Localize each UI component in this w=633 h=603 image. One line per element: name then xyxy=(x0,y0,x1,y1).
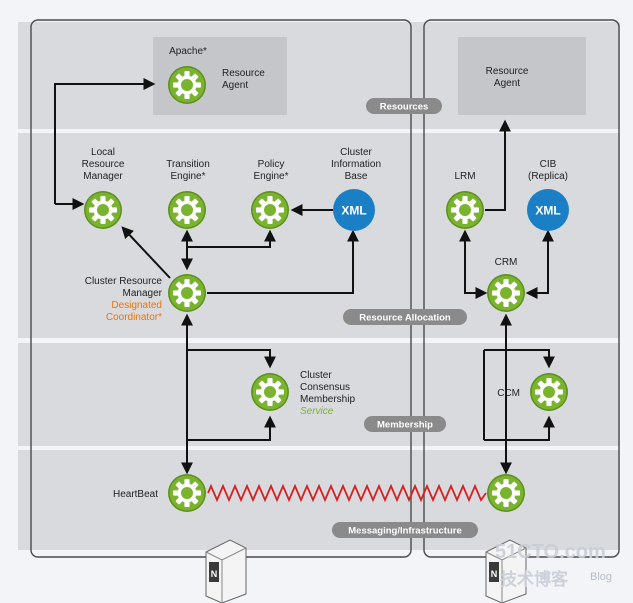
lrm-gear-icon xyxy=(84,191,122,229)
ccm-label-2: Consensus xyxy=(300,382,350,393)
heartbeat-gear-icon xyxy=(168,474,206,512)
ccm-label-3: Membership xyxy=(300,394,355,405)
layer-pill-resources xyxy=(366,98,442,114)
band-messaging xyxy=(18,450,620,550)
apache-label: Apache* xyxy=(169,46,207,57)
right-cib-label-1: CIB xyxy=(540,159,557,170)
pe-label-2: Engine* xyxy=(253,171,288,182)
right-cib-xml-label: XML xyxy=(535,204,560,218)
right-crm-label: CRM xyxy=(495,257,518,268)
crm-to-cib-arrow xyxy=(207,229,359,294)
right-cib-crm-arrow xyxy=(525,229,554,299)
lrm-to-apache-arrow xyxy=(54,78,156,204)
watermark-sub: 技术博客 xyxy=(500,569,569,589)
heartbeat-label: HeartBeat xyxy=(113,489,158,500)
right-ccm-label: CCM xyxy=(497,388,520,399)
left-server-node-icon xyxy=(205,539,247,603)
apache-resource-label: Resource xyxy=(222,68,265,79)
lrm-label-1: Local xyxy=(91,147,115,158)
right-crm-gear-icon xyxy=(487,274,525,312)
ccm-gear-icon xyxy=(251,373,289,411)
crm-to-lrm-arrow xyxy=(121,226,171,279)
right-ccm-gear-icon xyxy=(530,373,568,411)
to-ccm-lower-arrow xyxy=(187,415,276,441)
crm-gear-icon xyxy=(168,274,206,312)
to-ccm-upper-arrow xyxy=(187,349,276,369)
cib-label-1: Cluster xyxy=(340,147,372,158)
right-cib-xml-icon xyxy=(527,189,569,231)
cib-xml-icon xyxy=(333,189,375,231)
pe-label-1: Policy xyxy=(258,159,285,170)
policy-engine-gear-icon xyxy=(251,191,289,229)
apache-agent-label: Agent xyxy=(222,80,248,91)
crm-label-2: Manager xyxy=(123,288,163,299)
te-label-2: Engine* xyxy=(170,171,205,182)
right-lrm-crm-arrow xyxy=(459,229,488,299)
transition-engine-gear-icon xyxy=(168,191,206,229)
ccm-service-label: Service xyxy=(300,406,334,417)
layer-pill-resource-allocation xyxy=(343,309,467,325)
heartbeat-link-wave xyxy=(207,483,487,503)
right-lrm-gear-icon xyxy=(446,191,484,229)
cib-label-3: Base xyxy=(345,171,368,182)
layer-label-messaging: Messaging/Infrastructure xyxy=(348,526,462,537)
layer-pill-membership xyxy=(364,416,446,432)
right-lrm-to-agent-arrow xyxy=(485,119,511,211)
ccm-label-1: Cluster xyxy=(300,370,332,381)
lrm-label-3: Manager xyxy=(83,171,123,182)
layer-pill-messaging xyxy=(332,522,478,538)
layer-label-resources: Resources xyxy=(380,102,429,113)
left-node-badge: N xyxy=(211,569,218,579)
right-resource-agent-box xyxy=(458,37,586,115)
watermark-site: 51CTO.com xyxy=(495,541,606,563)
layer-label-resource-allocation: Resource Allocation xyxy=(359,313,451,324)
right-lrm-label: LRM xyxy=(454,171,475,182)
layer-label-membership: Membership xyxy=(377,420,433,431)
cib-xml-label: XML xyxy=(341,204,366,218)
crm-label-1: Cluster Resource xyxy=(85,276,163,287)
right-agent-label-2: Agent xyxy=(494,78,520,89)
cib-label-2: Information xyxy=(331,159,381,170)
right-heartbeat-gear-icon xyxy=(487,474,525,512)
watermark-blog: Blog xyxy=(590,571,612,583)
right-to-ccm-upper-arrow xyxy=(484,349,555,369)
crm-pe-arrow xyxy=(187,229,276,248)
right-node-badge: N xyxy=(491,569,498,579)
right-to-ccm-lower-arrow xyxy=(484,415,555,441)
band-membership xyxy=(18,343,620,446)
apache-agent-gear-icon xyxy=(168,66,206,104)
lrm-label-2: Resource xyxy=(82,159,125,170)
right-agent-label-1: Resource xyxy=(486,66,529,77)
crm-designated-label: Designated xyxy=(111,300,162,311)
right-server-node-icon xyxy=(485,539,527,603)
te-label-1: Transition xyxy=(166,159,210,170)
crm-coordinator-label: Coordinator* xyxy=(106,312,162,323)
right-cib-label-2: (Replica) xyxy=(528,171,568,182)
